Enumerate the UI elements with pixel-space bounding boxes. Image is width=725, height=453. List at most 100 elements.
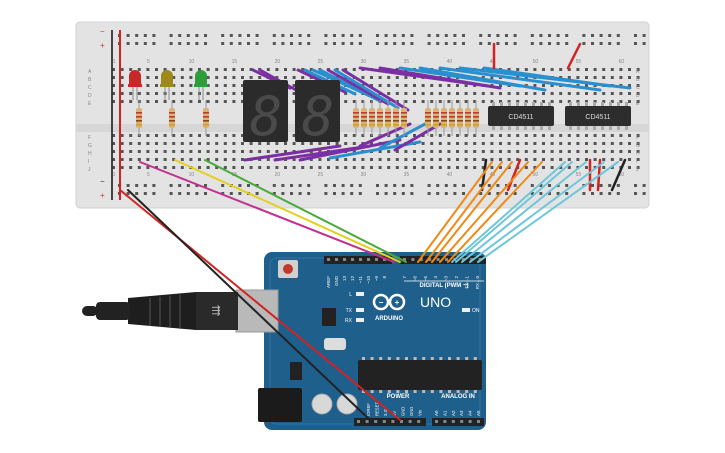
digital-pin-label: TX→1 — [464, 276, 469, 289]
column-number-top: 60 — [619, 59, 625, 65]
row-letter-right: D — [636, 93, 640, 99]
digital-pin-label: 4 — [433, 276, 438, 279]
svg-text:−: − — [379, 298, 384, 307]
digital-pin-label: 13 — [342, 276, 347, 282]
resistor-array — [136, 100, 479, 136]
column-number-bottom: 1 — [113, 172, 116, 178]
display-1-digit: 8 — [250, 85, 283, 148]
row-letter-left: G — [88, 143, 92, 149]
row-letter-left: C — [88, 85, 92, 91]
reset-button[interactable] — [283, 264, 293, 274]
column-number-top: 20 — [275, 59, 281, 65]
row-letter-left: F — [88, 135, 91, 141]
row-letter-right: H — [636, 151, 640, 157]
rail-plus-label-top: + — [100, 41, 105, 50]
led-yellow — [160, 70, 174, 100]
row-letter-left: E — [88, 101, 92, 107]
column-number-top: 10 — [189, 59, 195, 65]
digital-pin-label: 12 — [350, 276, 355, 282]
digital-pin-label: ~11 — [358, 276, 363, 284]
usb-cable: ⇶ — [82, 292, 238, 330]
rx-led-label: RX — [345, 318, 353, 324]
row-letter-left: A — [88, 69, 92, 75]
display-2-digit: 8 — [302, 85, 335, 148]
svg-text:+: + — [395, 298, 400, 307]
chip-2-label: CD4511 — [585, 114, 610, 121]
uno-model-label: UNO — [420, 294, 451, 310]
column-number-bottom: 40 — [447, 172, 453, 178]
column-number-bottom: 10 — [189, 172, 195, 178]
column-number-top: 30 — [361, 59, 367, 65]
rail-minus-label-bottom: − — [100, 177, 105, 186]
column-number-top: 5 — [147, 59, 150, 65]
power-pin-label: Vin — [418, 409, 423, 416]
column-number-top: 45 — [490, 59, 496, 65]
rail-plus-label-bottom: + — [100, 191, 105, 200]
digital-pin-label: RX←0 — [475, 276, 480, 290]
row-letter-right: J — [636, 167, 639, 173]
column-number-top: 15 — [232, 59, 238, 65]
chip-ground-wires — [480, 158, 627, 192]
row-letter-left: B — [88, 77, 92, 83]
row-letter-left: I — [88, 159, 89, 165]
arduino-logo: − + — [372, 293, 406, 311]
analog-pin-label: A3 — [459, 410, 464, 416]
column-number-bottom: 20 — [275, 172, 281, 178]
analog-pin-label: A4 — [468, 410, 473, 416]
power-pin-label: GND — [400, 407, 405, 416]
digital-pin-label: ~3 — [444, 276, 449, 282]
column-number-top: 25 — [318, 59, 324, 65]
power-pin-label: 3.3V — [383, 407, 388, 416]
row-letter-right: C — [636, 85, 640, 91]
analog-pin-label: A0 — [434, 410, 439, 416]
led-green — [194, 70, 208, 100]
seven-segment-display-1: 8 — [243, 80, 288, 148]
column-number-top: 40 — [447, 59, 453, 65]
analog-pin-label: A1 — [442, 410, 447, 416]
row-letter-left: H — [88, 151, 92, 157]
power-pin-label: IOREF — [366, 403, 371, 416]
digital-pin-label: AREF — [326, 276, 331, 288]
column-number-top: 55 — [576, 59, 582, 65]
digital-pin-label: 7 — [402, 276, 407, 279]
column-number-top: 1 — [113, 59, 116, 65]
l-led-label: L — [349, 292, 352, 298]
chip-1-label: CD4511 — [508, 114, 533, 121]
column-number-top: 35 — [404, 59, 410, 65]
digital-pwm-label: DIGITAL (PWM ~) — [420, 283, 469, 289]
row-letter-right: A — [636, 69, 640, 75]
column-number-bottom: 55 — [576, 172, 582, 178]
row-letter-right: E — [636, 101, 640, 107]
power-label: POWER — [387, 394, 410, 400]
column-number-bottom: 50 — [533, 172, 539, 178]
row-letter-right: I — [636, 159, 637, 165]
digital-pin-label: 2 — [454, 276, 459, 279]
column-numbers: 1155101015152020252530303535404045455050… — [113, 59, 625, 178]
analog-pin-label: A5 — [476, 410, 481, 416]
digital-pin-label: ~6 — [412, 276, 417, 282]
power-rail-lines — [111, 30, 121, 200]
power-pin-label: RESET — [375, 402, 380, 416]
column-number-bottom: 5 — [147, 172, 150, 178]
column-number-bottom: 35 — [404, 172, 410, 178]
tx-led-label: TX — [346, 308, 353, 314]
row-letter-right: B — [636, 77, 640, 83]
column-number-bottom: 25 — [318, 172, 324, 178]
cd4511-chip-1: CD4511 — [488, 102, 554, 130]
power-pin-label: GND — [409, 407, 414, 416]
cd4511-chip-2: CD4511 — [565, 102, 631, 130]
column-number-bottom: 30 — [361, 172, 367, 178]
arduino-connection-wires — [119, 159, 619, 421]
digital-pin-label: ~5 — [423, 276, 428, 282]
row-letter-right: G — [636, 143, 640, 149]
power-pin-label: 5V — [392, 411, 397, 416]
digital-pin-label: 8 — [382, 276, 387, 279]
digital-pin-label: ~9 — [374, 276, 379, 282]
on-led-label: ON — [472, 308, 480, 314]
digital-pin-label: ~10 — [366, 276, 371, 284]
digital-pin-label: GND — [334, 275, 339, 286]
analog-in-label: ANALOG IN — [441, 394, 475, 400]
arduino-brand: ARDUINO — [375, 316, 403, 322]
